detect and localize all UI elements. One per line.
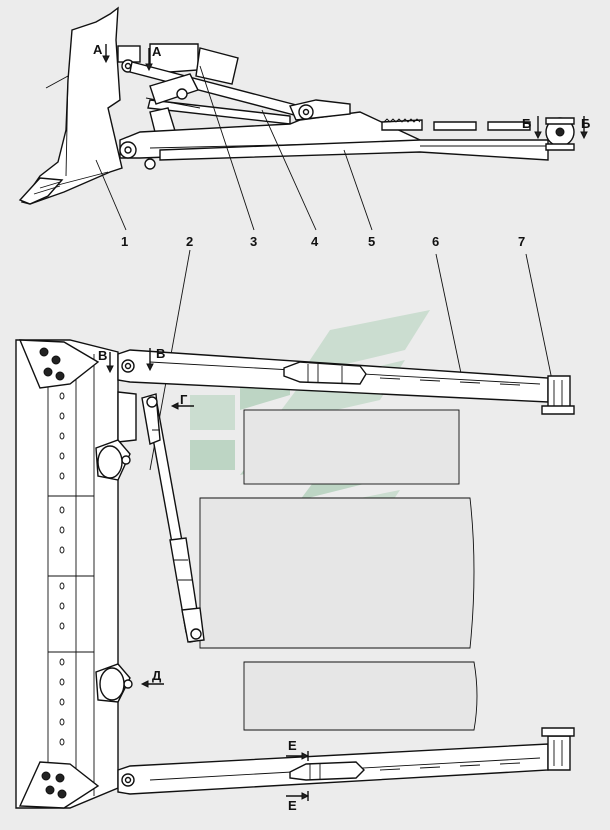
blade-plan: [15, 339, 119, 809]
plan-view: [15, 339, 575, 809]
watermark-plates: [199, 409, 478, 731]
callout-4: 4: [311, 234, 319, 249]
section-marks-plan: В В Г Д Е Е: [98, 346, 310, 813]
end-plate-holes-bottom: [41, 771, 67, 799]
callout-labels: 1 2 3 4 5 6 7: [121, 234, 525, 249]
end-plate-holes-top: [39, 347, 65, 381]
section-b-right-label: Б: [581, 116, 590, 131]
side-view: [18, 6, 575, 205]
callout-1: 1: [121, 234, 128, 249]
section-a-left-label: А: [93, 42, 103, 57]
section-d-label: Д: [152, 668, 162, 683]
section-e-bottom-label: Е: [288, 798, 297, 813]
section-v-top-label: В: [156, 346, 165, 361]
callout-5: 5: [368, 234, 375, 249]
callout-2: 2: [186, 234, 193, 249]
section-a-top-label: А: [152, 44, 162, 59]
section-marks-top: А А Б Б: [93, 42, 590, 140]
section-g-label: Г: [180, 392, 188, 407]
section-b-left-label: Б: [522, 116, 531, 131]
callout-3: 3: [250, 234, 257, 249]
blade-bolt-holes: [59, 392, 65, 746]
callout-6: 6: [432, 234, 439, 249]
section-v-left-label: В: [98, 348, 107, 363]
callout-7: 7: [518, 234, 525, 249]
blade-side: [20, 6, 123, 205]
section-e-top-label: Е: [288, 738, 297, 753]
